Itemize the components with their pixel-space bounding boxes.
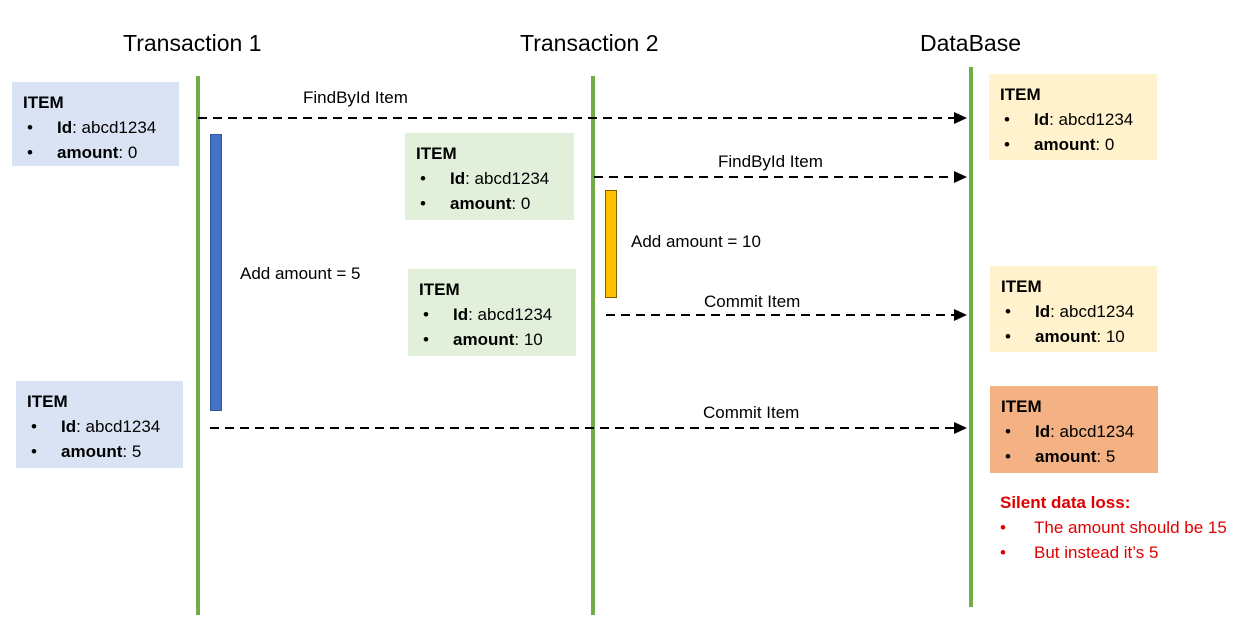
item-box-t2-initial: ITEM Id: abcd1234 amount: 0: [405, 133, 574, 220]
label-add-amount-10: Add amount = 10: [631, 232, 761, 251]
item-box-t1-initial: ITEM Id: abcd1234 amount: 0: [12, 82, 179, 166]
activation-bar-transaction-2: [605, 190, 617, 298]
data-loss-title: Silent data loss:: [1000, 493, 1131, 512]
item-amount-label: amount: [57, 143, 119, 162]
item-amount-label: amount: [1035, 447, 1097, 466]
item-amount-label: amount: [1035, 327, 1097, 346]
item-id-value: : abcd1234: [465, 169, 550, 188]
item-title: ITEM: [1000, 85, 1041, 104]
item-amount-value: : 0: [118, 143, 138, 162]
item-id-label: Id: [1035, 422, 1051, 441]
item-amount-row: amount: 5: [27, 439, 173, 464]
arrowhead-commit-t1: [954, 422, 967, 434]
item-id-row: Id: abcd1234: [416, 166, 564, 191]
item-id-row: Id: abcd1234: [419, 302, 566, 327]
arrowhead-find-t2: [954, 171, 967, 183]
item-id-label: Id: [1035, 302, 1051, 321]
header-transaction-1: Transaction 1: [123, 30, 262, 56]
label-commit-t1: Commit Item: [703, 403, 800, 422]
item-amount-row: amount: 0: [1000, 132, 1147, 157]
item-id-label: Id: [1034, 110, 1050, 129]
item-amount-value: : 5: [122, 442, 142, 461]
item-box-db-after-t2: ITEM Id: abcd1234 amount: 10: [990, 266, 1157, 352]
item-amount-row: amount: 10: [1001, 324, 1147, 349]
item-id-value: : abcd1234: [1050, 302, 1135, 321]
label-commit-t2: Commit Item: [704, 292, 801, 311]
item-amount-value: : 0: [1095, 135, 1115, 154]
item-amount-label: amount: [453, 330, 515, 349]
label-add-amount-5: Add amount = 5: [240, 264, 361, 283]
item-id-value: : abcd1234: [1050, 422, 1135, 441]
item-amount-value: : 10: [1096, 327, 1125, 346]
item-box-t1-updated: ITEM Id: abcd1234 amount: 5: [16, 381, 183, 468]
lifeline-database: [969, 67, 973, 607]
item-id-label: Id: [57, 118, 73, 137]
lifeline-transaction-1: [196, 76, 200, 615]
item-id-row: Id: abcd1234: [1001, 419, 1148, 444]
item-title: ITEM: [1001, 277, 1042, 296]
item-amount-row: amount: 10: [419, 327, 566, 352]
data-loss-item: The amount should be 15: [1000, 515, 1227, 540]
item-amount-label: amount: [450, 194, 512, 213]
item-box-t2-updated: ITEM Id: abcd1234 amount: 10: [408, 269, 576, 356]
item-id-value: : abcd1234: [76, 417, 161, 436]
label-findbyid-t1: FindById Item: [303, 88, 408, 107]
label-findbyid-t2: FindById Item: [718, 152, 823, 171]
item-id-value: : abcd1234: [1049, 110, 1134, 129]
item-id-row: Id: abcd1234: [1001, 299, 1147, 324]
item-title: ITEM: [416, 144, 457, 163]
item-title: ITEM: [23, 93, 64, 112]
item-id-value: : abcd1234: [468, 305, 553, 324]
item-amount-label: amount: [61, 442, 123, 461]
item-id-label: Id: [450, 169, 466, 188]
item-title: ITEM: [27, 392, 68, 411]
item-id-row: Id: abcd1234: [23, 115, 169, 140]
data-loss-note: Silent data loss: The amount should be 1…: [1000, 490, 1227, 565]
arrowhead-commit-t2: [954, 309, 967, 321]
item-id-label: Id: [453, 305, 469, 324]
header-database: DataBase: [920, 30, 1022, 56]
item-id-value: : abcd1234: [72, 118, 157, 137]
item-title: ITEM: [1001, 397, 1042, 416]
item-id-row: Id: abcd1234: [27, 414, 173, 439]
data-loss-item: But instead it’s 5: [1000, 540, 1227, 565]
item-amount-row: amount: 0: [416, 191, 564, 216]
arrowhead-find-t1: [954, 112, 967, 124]
header-transaction-2: Transaction 2: [520, 30, 659, 56]
item-amount-value: : 10: [514, 330, 543, 349]
item-amount-value: : 0: [511, 194, 531, 213]
lifeline-transaction-2: [591, 76, 595, 615]
item-box-db-final: ITEM Id: abcd1234 amount: 5: [990, 386, 1158, 473]
item-amount-row: amount: 0: [23, 140, 169, 165]
item-amount-value: : 5: [1096, 447, 1116, 466]
item-id-label: Id: [61, 417, 77, 436]
activation-bar-transaction-1: [210, 134, 222, 411]
item-title: ITEM: [419, 280, 460, 299]
item-amount-row: amount: 5: [1001, 444, 1148, 469]
item-box-db-initial: ITEM Id: abcd1234 amount: 0: [989, 74, 1157, 160]
item-id-row: Id: abcd1234: [1000, 107, 1147, 132]
item-amount-label: amount: [1034, 135, 1096, 154]
